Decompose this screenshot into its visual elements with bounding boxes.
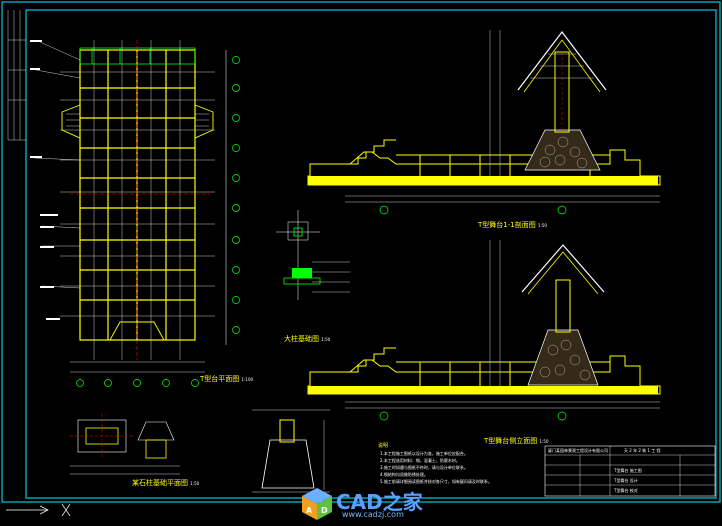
plan-view: [30, 40, 240, 387]
title-block-row-2: T型舞台 设计: [614, 478, 638, 483]
cube-logo-icon: A D: [302, 488, 332, 520]
section1-title: T型舞台1-1剖面图 1:50: [478, 221, 547, 229]
note-4: 4.钢结构均须做防锈处理。: [380, 472, 428, 477]
note-3: 3.施工时如遇与图纸不符时，请与设计单位联系。: [380, 465, 468, 470]
title-block-company: 厦门某园林景观工程设计有限公司: [548, 448, 608, 453]
watermark-url: www.cadzj.com: [342, 510, 404, 519]
column-title: 大柱基础图 1:50: [284, 335, 331, 343]
stone-base-detail: [70, 414, 180, 475]
note-5: 5.施工前请详细阅读图纸并核对各尺寸，如有疑问请及时联系。: [380, 479, 492, 484]
section-1-1: [307, 30, 661, 215]
column-foundation-detail: [276, 210, 350, 300]
svg-text:A: A: [306, 506, 313, 515]
note-1: 1.本工程施工图纸以设计为准，施工单位应配合。: [380, 451, 468, 456]
title-block-row-1: T型舞台 施工图: [614, 468, 642, 473]
watermark-brand: CAD之家: [336, 490, 423, 514]
notes-heading: 说明: [378, 443, 389, 449]
footing-detail: [252, 409, 330, 493]
title-block-sheet: 天 2 年 2 装 1 工 程: [624, 448, 661, 453]
plan-title: T型台平面图 1:100: [200, 375, 254, 383]
title-block: [544, 445, 716, 497]
detail-title: 某石柱基础平面图 1:50: [132, 479, 200, 487]
binding-strip: [7, 10, 26, 141]
inner-frame: [25, 9, 717, 499]
note-2: 2.本工程选用材料：钢，混凝土，防腐木材。: [380, 458, 460, 463]
cadzj-watermark: A D CAD之家 www.cadzj.com: [298, 486, 448, 522]
ucs-axis-icon: [6, 503, 71, 517]
section-elevation: [307, 240, 661, 421]
outer-frame: [1, 1, 721, 503]
title-block-row-3: T型舞台 校对: [614, 488, 638, 493]
svg-text:D: D: [321, 506, 328, 515]
section2-title: T型舞台侧立面图 1:50: [484, 437, 549, 445]
